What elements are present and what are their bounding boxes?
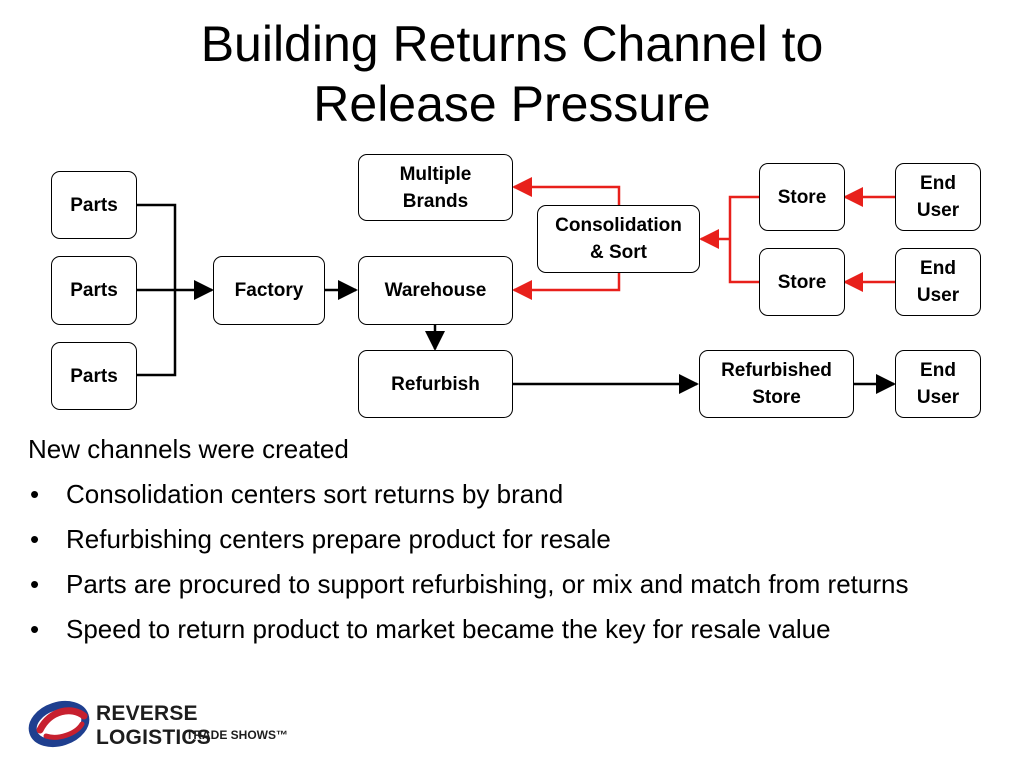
logo-name: REVERSE LOGISTICS [96,702,211,749]
warehouse-node: Warehouse [358,256,513,325]
end-user-label: End User [916,258,960,306]
parts-node: Parts [51,342,137,410]
consolidation-to-brands-arrow [512,177,621,205]
end-user-label: End User [916,173,960,221]
parts-label: Parts [70,194,118,216]
end-user-node: End User [895,163,981,231]
bullet-item: Consolidation centers sort returns by br… [28,477,1008,512]
slide-title-line-2: Release Pressure [313,76,711,132]
end-user-node: End User [895,350,981,418]
refurbished-store-label: Refurbished Store [721,360,832,408]
bullet-item: Refurbishing centers prepare product for… [28,522,1008,557]
end-user-node: End User [895,248,981,316]
reverse-logistics-logo: REVERSE LOGISTICS TRADE SHOWS™ [26,696,316,752]
parts-node: Parts [51,171,137,239]
parts-node: Parts [51,256,137,325]
parts-to-factory-connector [136,203,214,377]
bullet-item: Parts are procured to support refurbishi… [28,567,1008,602]
parts-label: Parts [70,365,118,387]
store-node: Store [759,163,845,231]
notes-bullet-list: Consolidation centers sort returns by br… [28,477,1008,647]
stores-to-consolidation-connector [699,195,760,284]
multiple-brands-label: Multiple Brands [399,163,472,212]
slide-title-line-1: Building Returns Channel to [200,16,824,72]
store-node: Store [759,248,845,316]
warehouse-label: Warehouse [384,280,487,301]
slide-title: Building Returns Channel to Release Pres… [0,14,1024,134]
consolidation-sort-node: Consolidation & Sort [537,205,700,273]
factory-node: Factory [213,256,325,325]
consolidation-sort-label: Consolidation & Sort [555,215,682,263]
notes-lead: New channels were created [28,434,349,464]
bullet-item: Speed to return product to market became… [28,612,1008,647]
store-label: Store [777,271,827,293]
logo-subtitle: TRADE SHOWS™ [186,728,288,742]
parts-label: Parts [70,280,118,301]
factory-label: Factory [234,280,304,301]
refurbish-label: Refurbish [391,373,480,395]
consolidation-to-warehouse-arrow [512,273,621,300]
refurbished-store-node: Refurbished Store [699,350,854,418]
notes-section: New channels were created Consolidation … [28,432,1008,657]
store-label: Store [777,186,827,208]
end-user-label: End User [916,360,960,408]
refurbish-node: Refurbish [358,350,513,418]
multiple-brands-node: Multiple Brands [358,154,513,221]
logo-swoosh-icon [28,700,90,748]
